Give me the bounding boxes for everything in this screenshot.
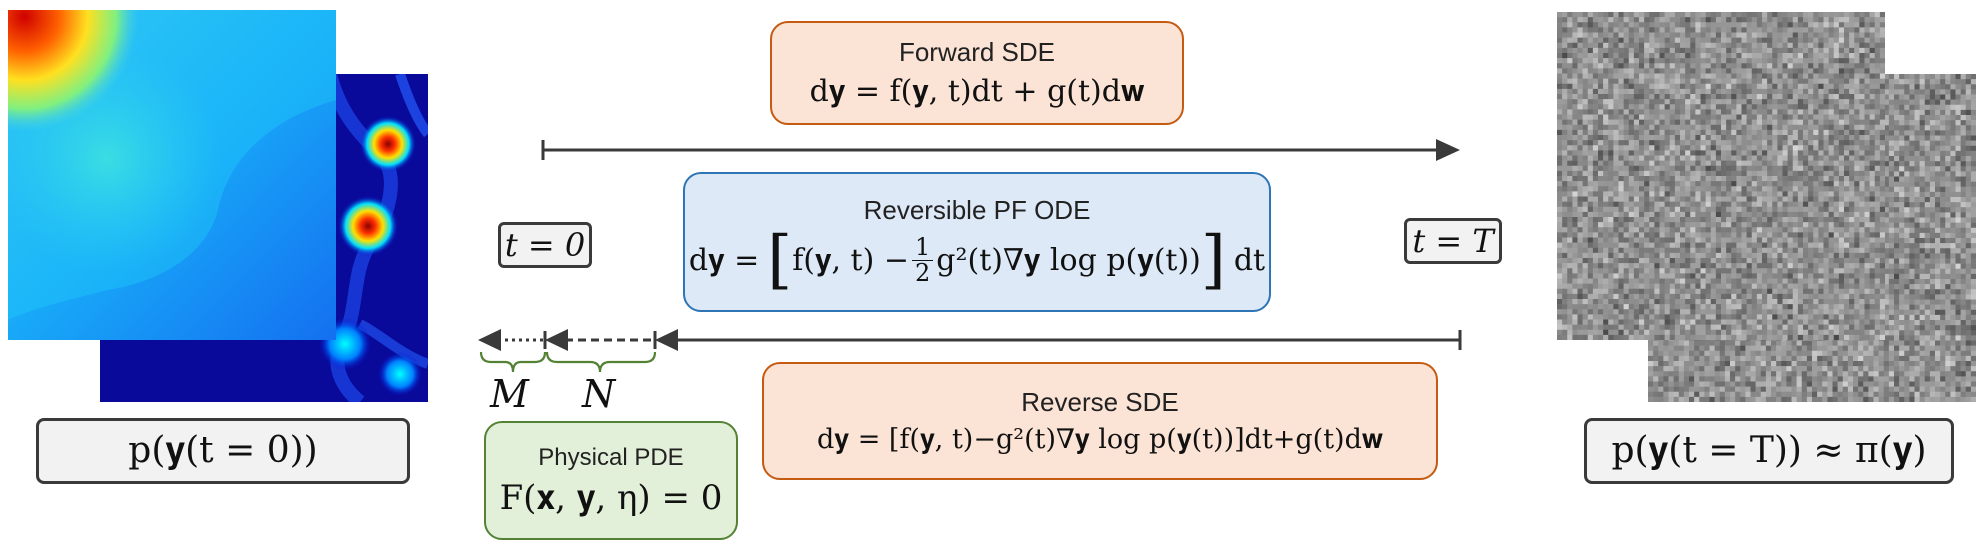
physical-pde-equation: F(𝐱, 𝐲, η) = 0	[499, 477, 723, 518]
pf-ode-equation: d𝐲 = [ f(𝐲, t) − 1 2 g²(t)∇𝐲 log p(𝐲(t))…	[688, 222, 1266, 297]
forward-sde-box: Forward SDE d𝐲 = f(𝐲, t)dt + g(t)d𝐰	[770, 21, 1184, 125]
segment-n-label: N	[582, 372, 616, 416]
segment-m-label: M	[490, 372, 529, 416]
pf-ode-fraction: 1 2	[912, 234, 934, 287]
pf-ode-lhs: d𝐲 =	[688, 243, 760, 278]
forward-sde-title: Forward SDE	[898, 37, 1056, 67]
time-start-label: t = 0	[498, 222, 592, 268]
reverse-sde-equation: d𝐲 = [f(𝐲, t)−g²(t)∇𝐲 log p(𝐲(t))]dt+g(t…	[817, 423, 1383, 455]
forward-sde-equation: d𝐲 = f(𝐲, t)dt + g(t)d𝐰	[809, 74, 1145, 109]
pf-ode-title: Reversible PF ODE	[863, 194, 1091, 225]
n-segment-arrow	[545, 329, 657, 351]
pf-ode-frac-den: 2	[915, 259, 931, 287]
physical-pde-title: Physical PDE	[538, 443, 684, 471]
pf-ode-bracket-right: ]	[1200, 222, 1226, 297]
pf-ode-bracket-left: [	[767, 222, 793, 297]
pf-ode-tail: dt	[1233, 243, 1266, 278]
pf-ode-frac-num: 1	[912, 234, 934, 261]
terminal-distribution-label: p(𝐲(t = T)) ≈ π(𝐲)	[1584, 418, 1954, 484]
reverse-sde-title: Reverse SDE	[1021, 386, 1179, 417]
physical-pde-box: Physical PDE F(𝐱, 𝐲, η) = 0	[484, 421, 738, 540]
time-end-label: t = T	[1404, 218, 1502, 264]
reverse-sde-box: Reverse SDE d𝐲 = [f(𝐲, t)−g²(t)∇𝐲 log p(…	[762, 362, 1438, 480]
m-segment-arrow	[478, 329, 547, 351]
n-brace	[545, 351, 657, 373]
m-brace	[479, 351, 547, 373]
forward-arrow	[541, 139, 1460, 161]
pf-ode-box: Reversible PF ODE d𝐲 = [ f(𝐲, t) − 1 2 g…	[683, 172, 1271, 312]
field-image-front	[8, 10, 336, 340]
noise-image-front	[1557, 12, 1885, 340]
pf-ode-term1: f(𝐲, t) −	[792, 243, 909, 278]
initial-distribution-label: p(𝐲(t = 0))	[36, 418, 410, 484]
reverse-arrow	[655, 329, 1462, 351]
pf-ode-term2: g²(t)∇𝐲 log p(𝐲(t))	[936, 243, 1201, 278]
